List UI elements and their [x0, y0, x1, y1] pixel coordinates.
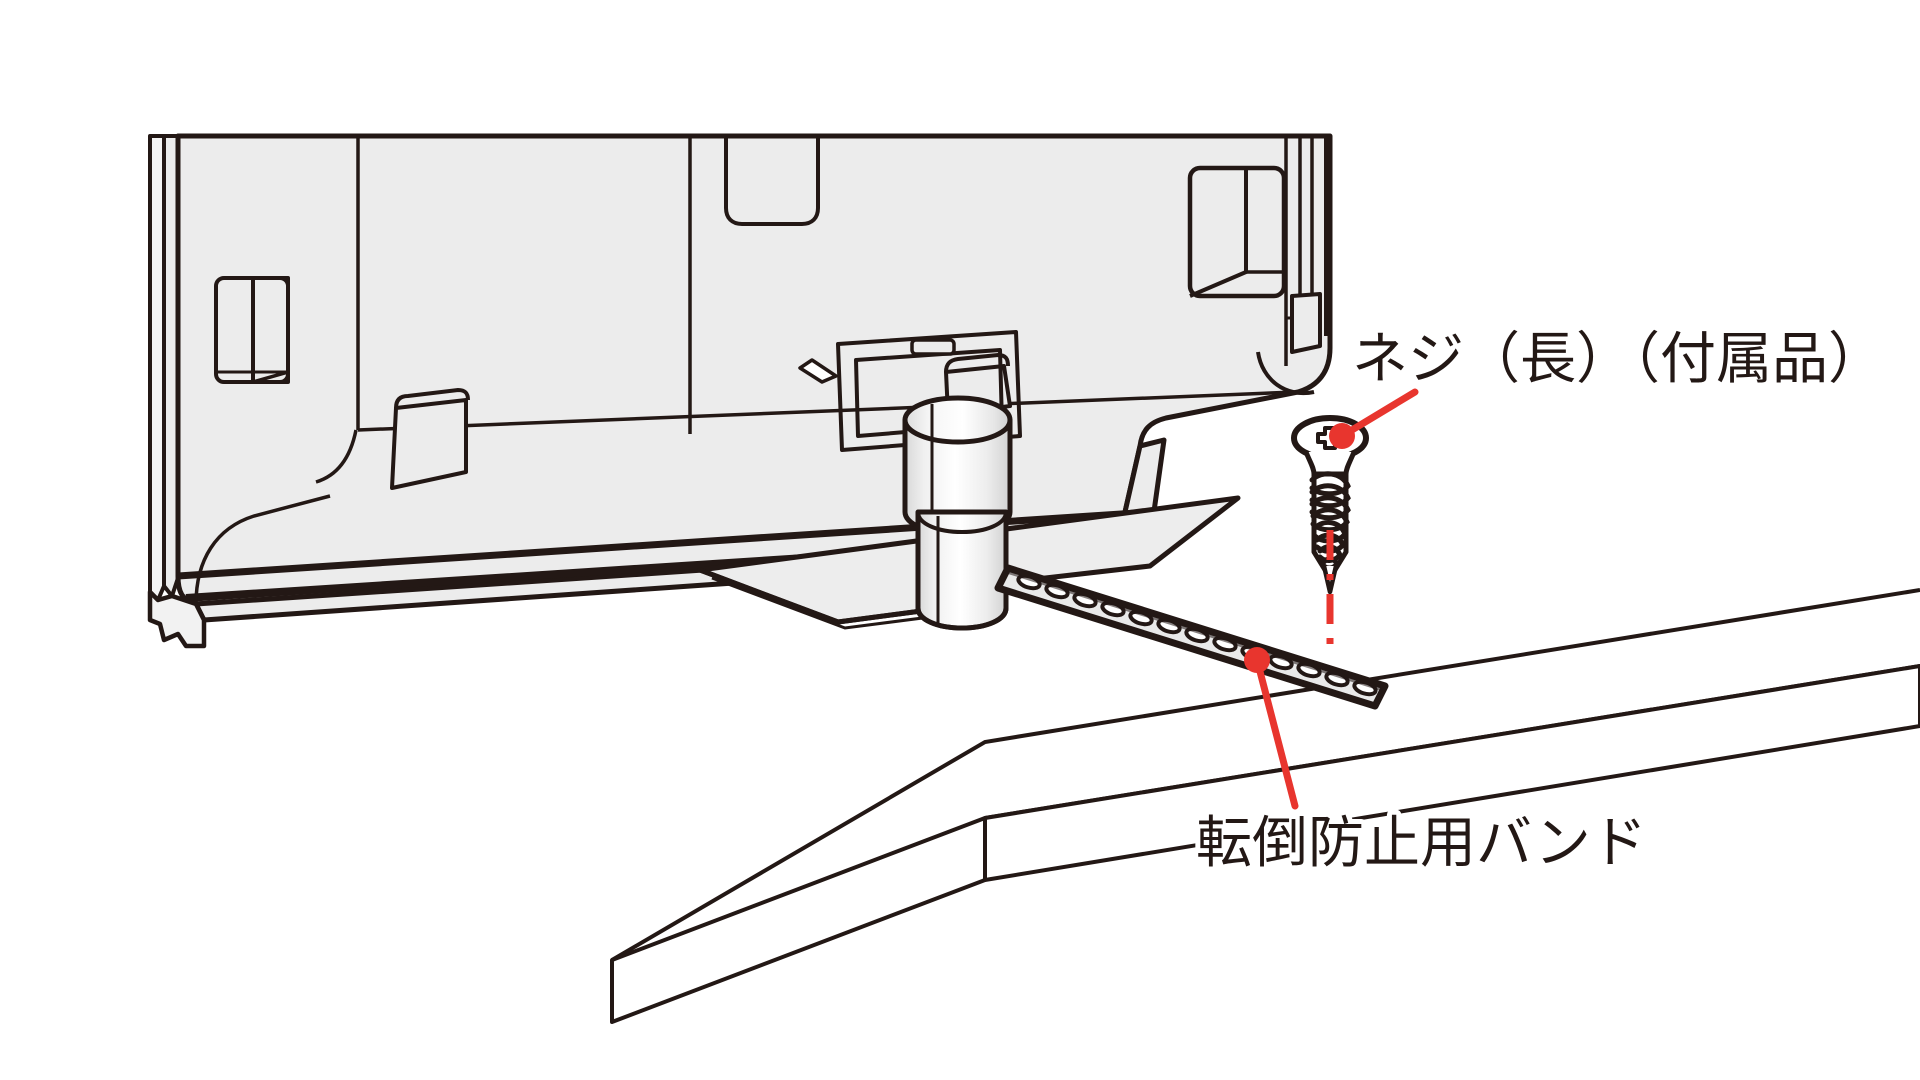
- band-hole: [1352, 679, 1378, 697]
- callout-leader-band: [1244, 647, 1299, 810]
- band-hole: [1072, 591, 1098, 609]
- neck-lower-cylinder-body: [915, 509, 1009, 631]
- band-hole: [1324, 670, 1350, 688]
- band-hole: [1016, 573, 1042, 591]
- tv-mount-notch: [910, 338, 956, 356]
- screw-leader-line: [1338, 388, 1419, 440]
- tv-tab-left: [390, 387, 470, 490]
- neck-lower-cylinder-bottom-arc: [915, 607, 1009, 631]
- tv-tab-right: [1290, 292, 1322, 354]
- band-leader-line: [1253, 656, 1299, 810]
- screw-label-text: ネジ（長）（付属品）: [1352, 327, 1884, 392]
- tv-rear-housing: [175, 133, 1333, 607]
- callout-label-band: 転倒防止用バンド 転倒防止用バンド: [1191, 806, 1652, 881]
- screw-neck: [1303, 451, 1357, 477]
- anti-tip-metal-strap: [994, 564, 1389, 710]
- screw-leader-dot: [1329, 423, 1355, 449]
- band-inner-highlight: [1005, 570, 1383, 692]
- neck-upper-cylinder-cap: [902, 395, 1013, 445]
- long-wood-screw: [1291, 415, 1369, 595]
- tv-left-outer-edge: [148, 134, 166, 602]
- screw-thread-group: [1309, 471, 1351, 571]
- furniture-table: [610, 588, 1920, 1024]
- tv-lower-left-corner-curve: [194, 494, 331, 605]
- band-hole: [1100, 600, 1126, 618]
- tv-angled-slot: [798, 358, 838, 384]
- tv-port-recess-right: [1187, 165, 1287, 299]
- band-hole: [1044, 582, 1070, 600]
- callout-leader-screw: [1329, 388, 1419, 449]
- band-label-halo: 転倒防止用バンド: [1196, 811, 1647, 876]
- table-top-back-edge: [610, 588, 1920, 962]
- tv-right-corner-curve: [1256, 351, 1315, 396]
- neck-lower-cylinder-top-arc: [916, 511, 1008, 535]
- base-plate-left-bevel: [699, 567, 839, 625]
- tv-top-recess: [724, 136, 820, 226]
- tv-port-recess-left: [214, 276, 290, 384]
- tv-panel-seam-horizontal: [357, 390, 1297, 432]
- band-leader-dot: [1244, 647, 1270, 673]
- stand-neck-column: [902, 395, 1013, 631]
- band-hole: [1156, 617, 1182, 635]
- screw-label-halo: ネジ（長）（付属品）: [1352, 327, 1884, 392]
- tv-left-foot: [147, 589, 207, 649]
- band-hole: [1212, 635, 1238, 653]
- band-hole: [1184, 626, 1210, 644]
- band-hole: [1296, 661, 1322, 679]
- tv-panel-seam-left-curve: [315, 429, 358, 484]
- television-assembly: [147, 133, 1333, 649]
- callout-label-screw: ネジ（長）（付属品） ネジ（長）（付属品）: [1347, 322, 1889, 397]
- band-label-text: 転倒防止用バンド: [1196, 811, 1647, 876]
